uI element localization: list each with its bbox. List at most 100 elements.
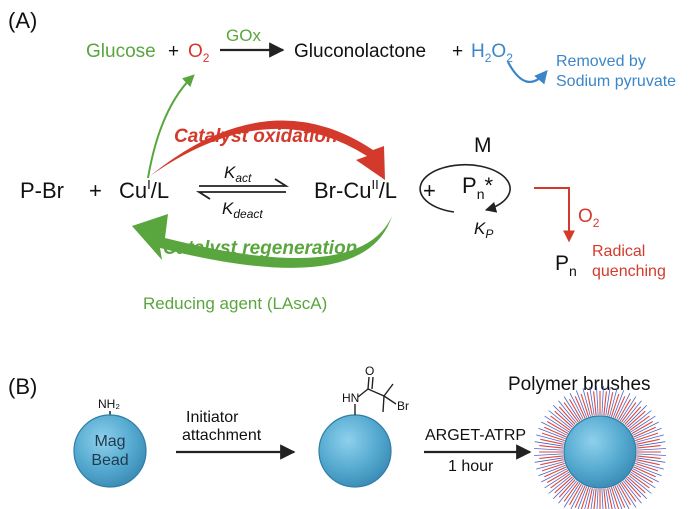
- dead-polymer-chain: Pn: [555, 252, 577, 279]
- polymer-strand: [534, 441, 564, 447]
- propagation-cycle: [419, 163, 511, 213]
- polymer-strand: [534, 448, 564, 451]
- polymer-strand: [536, 461, 565, 470]
- polymer-strand: [618, 398, 631, 421]
- gox-enzyme-label: GOx: [226, 26, 261, 45]
- polymer-strand: [628, 474, 652, 494]
- magnetic-bead: [73, 414, 147, 488]
- polymer-strand: [634, 427, 662, 440]
- propagating-radical: Pn*: [462, 173, 493, 202]
- glucose-label: Glucose: [86, 41, 156, 62]
- polymer-strand: [553, 405, 575, 427]
- polymer-strand: [603, 391, 607, 416]
- polymer-strand: [541, 421, 568, 436]
- polymer-strand: [619, 396, 637, 422]
- polymer-strand: [539, 445, 564, 449]
- polymer-strand: [558, 479, 576, 498]
- amine-group-label: NH₂: [98, 397, 120, 411]
- polymer-strand: [610, 393, 620, 417]
- polymer-strand: [621, 402, 637, 423]
- bromine-label: Br: [397, 399, 409, 413]
- quenching-label: quenching: [592, 263, 666, 280]
- polymer-strand: [616, 393, 631, 420]
- polymer-strand: [541, 468, 568, 483]
- nh-group-label: HN: [342, 391, 359, 405]
- polymer-strand: [553, 477, 575, 499]
- polymer-strand: [534, 453, 564, 456]
- polymer-strand: [587, 488, 593, 509]
- polymer-strand: [596, 488, 599, 509]
- pbr-label: P-Br: [20, 178, 64, 203]
- polymer-strand: [544, 471, 570, 489]
- bead-label-line1: Mag: [94, 433, 125, 450]
- polymer-strand: [550, 473, 571, 489]
- peroxide-removal-arrow: [507, 61, 548, 85]
- forward-equilibrium-arrow: [199, 178, 290, 187]
- polymer-strand: [601, 386, 604, 416]
- polymer-strand: [607, 392, 614, 416]
- polymer-strand: [574, 396, 586, 419]
- polymer-strand: [636, 455, 661, 459]
- polymer-strand: [636, 438, 660, 445]
- polymer-strand: [554, 410, 573, 428]
- radical-label: Radical: [592, 243, 645, 260]
- polymer-strand: [632, 421, 659, 436]
- polymer-strand: [629, 415, 650, 431]
- polymer-strand: [625, 477, 647, 499]
- polymer-strand: [625, 405, 647, 427]
- polymer-strand: [633, 426, 656, 438]
- polymer-strand: [554, 476, 573, 494]
- polymer-strand: [632, 468, 659, 483]
- oxygen-quencher: O2: [578, 206, 600, 230]
- polymer-strand: [629, 473, 650, 489]
- polymer-strand: [558, 480, 578, 504]
- polymer-strand: [596, 386, 599, 416]
- reducing-agent-label: Reducing agent (LAscA): [143, 294, 327, 313]
- polymer-strand: [580, 393, 590, 417]
- reverse-equilibrium-arrow: [195, 191, 286, 200]
- arget-atrp-label: ARGET-ATRP: [425, 427, 526, 444]
- polymer-strand: [627, 476, 646, 494]
- initiator-structure: [354, 376, 397, 415]
- radical-quenching-arrow: [534, 187, 575, 243]
- polymer-strand: [636, 448, 666, 451]
- panel-a-label: (A): [8, 8, 37, 33]
- polymer-strand: [582, 388, 591, 417]
- monomer-label: M: [474, 134, 492, 157]
- plus-sign-3: +: [89, 178, 102, 203]
- polymer-strand: [635, 434, 664, 443]
- polymer-strand: [586, 392, 593, 416]
- polymer-strand: [605, 488, 610, 509]
- polymer-strand: [614, 485, 626, 508]
- polymer-strand: [605, 386, 611, 416]
- polymer-strand: [633, 466, 656, 478]
- polymer-strand: [563, 481, 579, 502]
- polymer-strand: [607, 488, 613, 509]
- polymer-strand: [575, 390, 588, 418]
- polymer-strand: [636, 457, 666, 463]
- attachment-label: attachment: [182, 427, 262, 444]
- initiator-bead: [318, 414, 392, 488]
- polymer-strand: [538, 464, 566, 477]
- polymer-strand: [577, 486, 588, 509]
- polymer-strand: [546, 470, 569, 483]
- polymer-strand: [546, 421, 569, 434]
- polymer-strand: [548, 474, 572, 494]
- polymer-strand: [635, 462, 659, 472]
- polymer-strand: [636, 441, 666, 447]
- polymer-strand: [601, 488, 604, 509]
- polymer-strand: [538, 427, 566, 440]
- initiator-label: Initiator: [186, 409, 239, 426]
- polymer-strand: [550, 415, 571, 431]
- polymer-strand: [563, 402, 579, 423]
- plus-sign-2: +: [452, 41, 463, 62]
- polymer-strand: [614, 396, 626, 419]
- polymer-strand: [609, 388, 618, 417]
- polymer-strand: [570, 484, 584, 509]
- k-deactivation-label: Kdeact: [222, 199, 263, 221]
- polymer-strand: [569, 393, 584, 420]
- plus-sign-1: +: [168, 41, 179, 62]
- removed-by-label: Removed by: [556, 53, 646, 70]
- polymer-strand: [563, 396, 581, 422]
